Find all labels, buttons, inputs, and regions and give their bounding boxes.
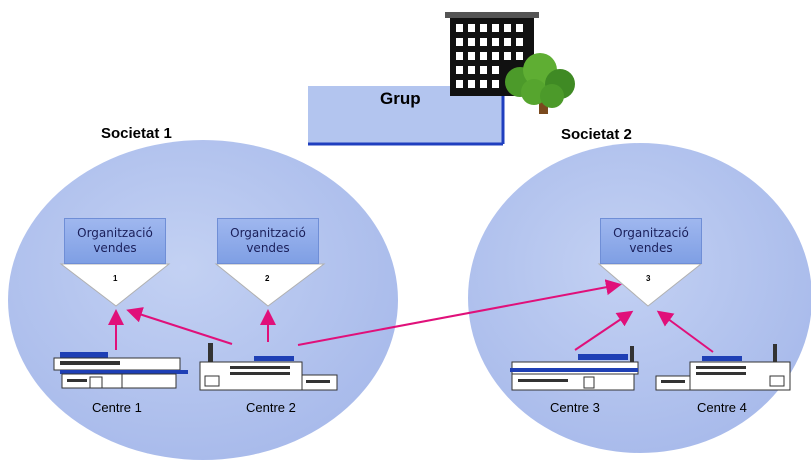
centre-3-label: Centre 3: [550, 400, 600, 415]
society-2-title: Societat 2: [561, 126, 632, 143]
arrow-centre4-org3: [656, 310, 714, 353]
sales-org-2-line1: Organització: [230, 226, 306, 240]
plant-icon-centre-3: [510, 346, 639, 391]
society-1-title: Societat 1: [101, 125, 172, 142]
sales-org-2-number: 2: [265, 274, 270, 283]
sales-org-3-line1: Organització: [613, 226, 689, 240]
arrow-centre3-org3: [574, 310, 634, 351]
arrow-centre2-org3: [297, 279, 622, 346]
sales-org-3-number: 3: [646, 274, 651, 283]
sales-org-2-box: Organització vendes: [217, 218, 319, 264]
grup-label: Grup: [380, 89, 421, 108]
sales-org-1-line1: Organització: [77, 226, 153, 240]
society-1-ellipse: [8, 140, 398, 460]
sales-org-1-number: 1: [113, 274, 118, 283]
sales-org-2-triangle: [214, 263, 326, 307]
sales-org-3-line2: vendes: [629, 241, 673, 255]
sales-org-3-box: Organització vendes: [600, 218, 702, 264]
centre-1-label: Centre 1: [92, 400, 142, 415]
building-icon: [445, 12, 539, 96]
plant-icon-centre-4: [655, 344, 791, 391]
sales-org-1-triangle: [59, 263, 171, 307]
arrow-centre2-org1: [126, 307, 233, 345]
plant-icon-centre-1: [53, 352, 188, 389]
sales-org-1-line2: vendes: [93, 241, 137, 255]
sales-org-2-line2: vendes: [246, 241, 290, 255]
tree-icon: [505, 53, 575, 114]
sales-org-1-box: Organització vendes: [64, 218, 166, 264]
centre-2-label: Centre 2: [246, 400, 296, 415]
plant-icon-centre-2: [199, 343, 338, 391]
sales-org-3-triangle: [597, 263, 703, 307]
centre-4-label: Centre 4: [697, 400, 747, 415]
